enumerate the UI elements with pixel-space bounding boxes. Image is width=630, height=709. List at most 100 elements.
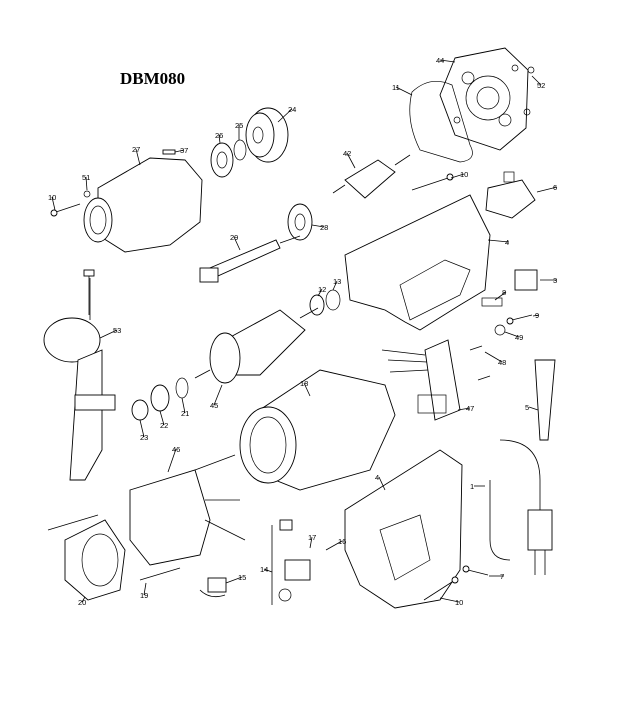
washer-ring <box>233 139 247 161</box>
lead-wires <box>381 349 429 373</box>
leader-line-p4a <box>487 239 510 243</box>
part-label-p22: 22 <box>160 421 168 430</box>
part-label-p8: 8 <box>502 288 506 297</box>
retaining-ring <box>325 289 341 311</box>
front-gear-housing <box>83 157 203 253</box>
part-label-p49: 49 <box>515 333 523 342</box>
leader-line-p10b <box>450 173 465 179</box>
screw-left <box>50 203 81 217</box>
leader-line-p48 <box>484 351 503 363</box>
gear-housing-plate <box>439 47 529 151</box>
bearing-cap <box>131 399 149 421</box>
part-label-p10c: 10 <box>455 598 463 607</box>
long-screws <box>47 514 181 581</box>
brush-screws <box>469 345 491 381</box>
bearing-right <box>287 203 313 241</box>
screw-upper <box>411 173 454 191</box>
cord-clip <box>481 297 503 307</box>
leader-line-p12 <box>317 288 323 297</box>
part-label-p13: 13 <box>333 277 341 286</box>
leader-line-p37 <box>174 149 185 153</box>
part-label-p44: 44 <box>436 56 444 65</box>
part-label-p18: 18 <box>300 379 308 388</box>
leader-line-p15 <box>225 576 243 584</box>
armature <box>194 307 319 384</box>
leader-line-p10a <box>51 196 56 211</box>
small-washer <box>83 190 91 198</box>
part-label-p29: 29 <box>230 233 238 242</box>
diagram-title: DBM080 <box>120 69 185 88</box>
pin <box>162 149 176 155</box>
part-label-p7: 7 <box>500 572 504 581</box>
leader-line-p23 <box>139 419 145 438</box>
leader-line-p11 <box>395 86 413 96</box>
part-label-p45: 45 <box>210 401 218 410</box>
handle-bolt <box>83 269 95 315</box>
part-label-p10a: 10 <box>48 193 56 202</box>
leader-line-p6 <box>536 186 558 193</box>
small-armature <box>332 154 411 199</box>
trigger-switch <box>485 171 536 219</box>
leader-line-p51 <box>85 176 88 191</box>
part-label-p25: 25 <box>235 121 243 130</box>
part-label-p26: 26 <box>215 131 223 140</box>
part-label-p23: 23 <box>140 433 148 442</box>
power-cord <box>489 439 553 575</box>
plate-screws <box>523 66 535 116</box>
screw-bottom <box>423 576 459 601</box>
leader-line-p13 <box>332 280 338 291</box>
leader-line-p9 <box>532 314 540 317</box>
leader-line-p19 <box>143 582 147 596</box>
leader-line-p17 <box>309 536 313 549</box>
leader-line-p14 <box>263 568 273 573</box>
leader-line-p49 <box>504 331 520 338</box>
part-labels: 1344567891010101112131415161718192021222… <box>48 56 557 607</box>
part-label-p9: 9 <box>535 311 539 320</box>
part-label-p19: 19 <box>140 591 148 600</box>
bearing-small <box>309 294 325 316</box>
bearing-lower <box>150 384 170 412</box>
leader-line-p53 <box>99 329 118 339</box>
part-label-p24: 24 <box>288 105 296 114</box>
leader-line-p4b <box>378 476 386 491</box>
leader-line-p22 <box>159 410 165 426</box>
leader-line-p26 <box>218 134 221 144</box>
part-label-p6: 6 <box>553 183 557 192</box>
part-label-p52: 52 <box>537 81 545 90</box>
part-label-p46: 46 <box>172 445 180 454</box>
leader-line-p42 <box>346 152 356 169</box>
leader-line-p24 <box>277 108 293 123</box>
leader-line-p28 <box>311 224 325 228</box>
capacitor <box>514 269 538 291</box>
lower-housing-half <box>344 449 463 609</box>
leader-line-p47 <box>457 407 471 411</box>
leader-line-p8 <box>494 291 507 301</box>
part-label-p51: 51 <box>82 173 90 182</box>
side-handle <box>43 278 116 481</box>
leader-line-p16 <box>325 540 343 551</box>
rear-grip <box>534 359 556 441</box>
leader-line-p52 <box>531 75 542 86</box>
leader-line-p29 <box>233 236 241 251</box>
carbon-brush <box>199 577 227 598</box>
rear-housing-half <box>344 194 491 331</box>
part-label-p1: 1 <box>470 482 474 491</box>
part-label-p17: 17 <box>308 533 316 542</box>
part-label-p20: 20 <box>78 598 86 607</box>
part-label-p14: 14 <box>260 565 268 574</box>
leader-line-p20 <box>81 596 86 603</box>
end-cap-ring <box>64 519 126 601</box>
leader-line-p44 <box>439 59 456 63</box>
part-label-p37: 37 <box>180 146 188 155</box>
screw-9 <box>506 314 533 325</box>
brush-holder <box>271 519 311 605</box>
stator <box>129 454 246 566</box>
part-label-p21: 21 <box>181 409 189 418</box>
leader-line-p18 <box>303 382 311 397</box>
part-label-p48: 48 <box>498 358 506 367</box>
bearing-top <box>210 142 234 178</box>
stator-housing <box>239 369 396 491</box>
brush-plate <box>417 339 461 421</box>
part-label-p53: 53 <box>113 326 121 335</box>
